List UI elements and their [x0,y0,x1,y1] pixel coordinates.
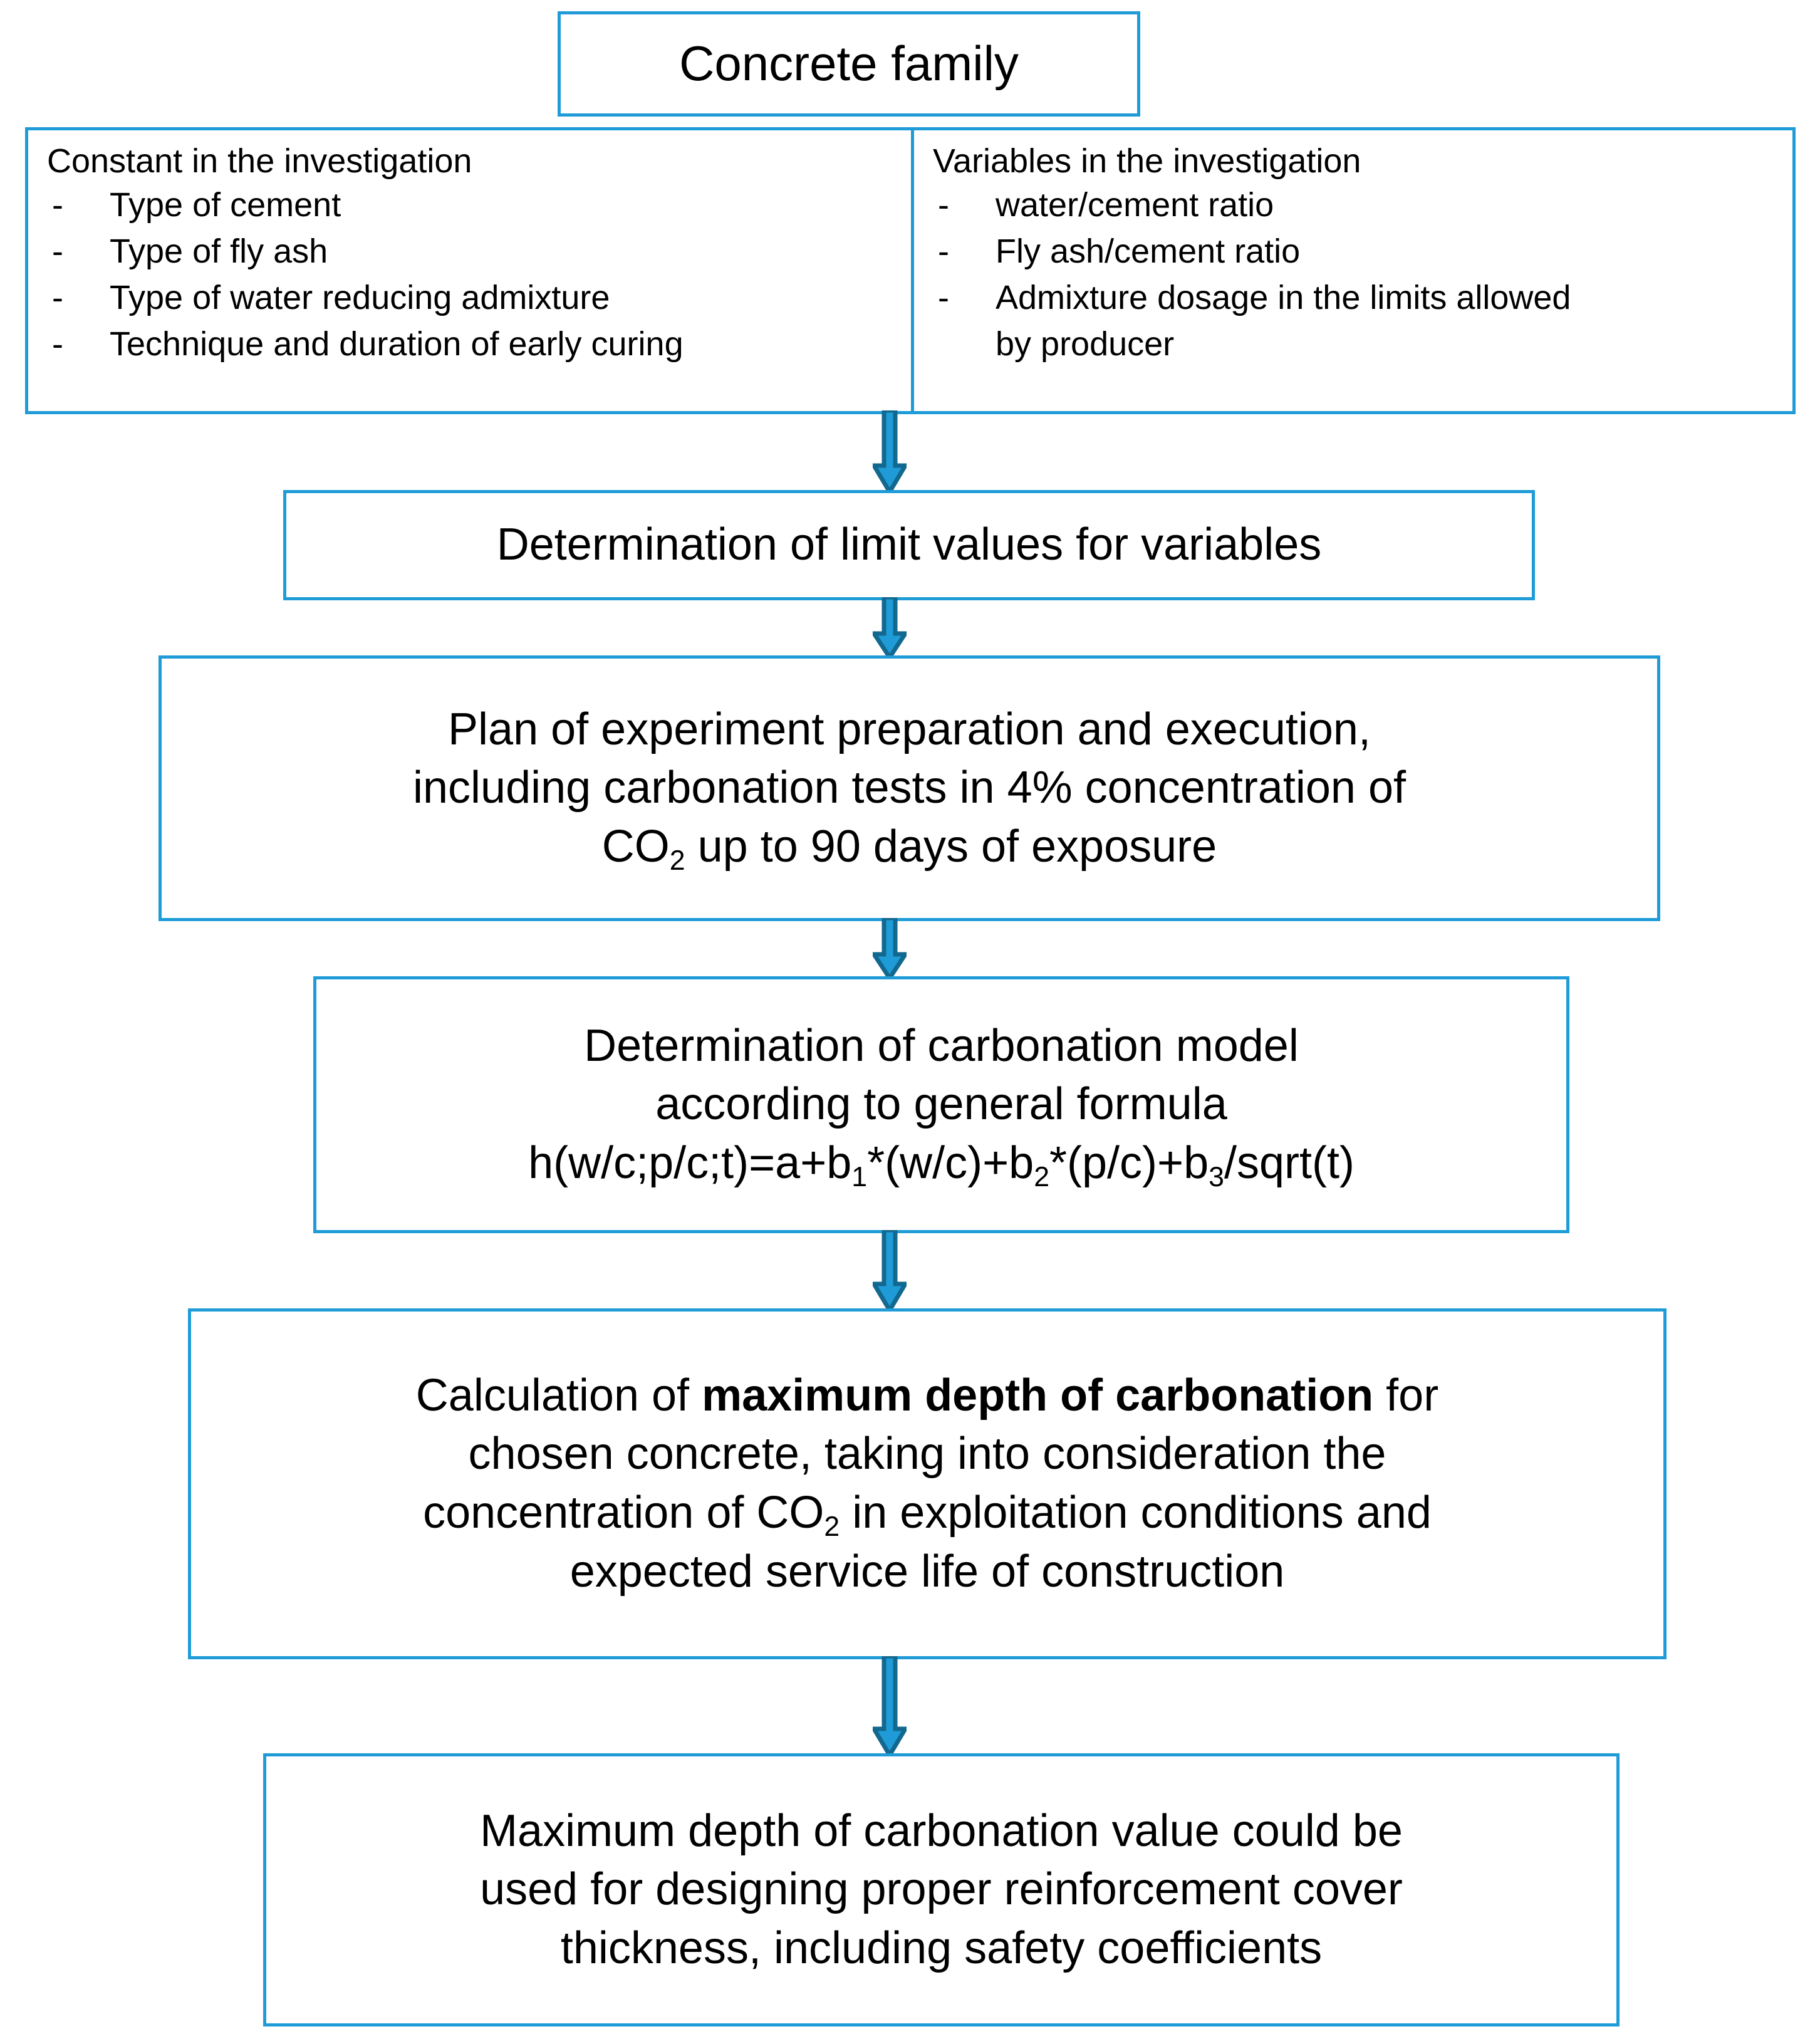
list-item-label: Type of cement [110,186,341,224]
co2-suffix: in exploitation conditions and [840,1488,1432,1538]
node-concrete-family-label: Concrete family [679,36,1019,91]
column-variables-heading: Variables in the investigation [933,142,1361,180]
formula-sub-2: 2 [1034,1162,1050,1193]
column-variables-list: - water/cement ratio - Fly ash/cement ra… [933,188,1781,361]
node-plan-line-3: CO2 up to 90 days of exposure [602,818,1217,877]
column-constant-heading: Constant in the investigation [47,142,472,180]
node-model-line-1: Determination of carbonation model [584,1020,1299,1071]
column-constant-list: - Type of cement - Type of fly ash - Typ… [47,188,900,361]
list-item: - water/cement ratio [933,188,1781,222]
list-item-label: Admixture dosage in the limits allowed [996,279,1571,316]
node-plan-line-1: Plan of experiment preparation and execu… [448,704,1371,754]
arrow-down-icon [873,1230,907,1312]
column-constant: Constant in the investigation - Type of … [28,130,914,411]
node-model-line-2: according to general formula [655,1079,1227,1130]
co2-suffix: up to 90 days of exposure [685,821,1217,872]
formula-part-4: /sqrt(t) [1224,1137,1355,1188]
node-determination-of-limit-values: Determination of limit values for variab… [283,490,1535,600]
node-constants-and-variables: Constant in the investigation - Type of … [25,127,1796,414]
node-calculation-line-4: expected service life of construction [569,1546,1285,1597]
formula-sub-3: 3 [1209,1162,1224,1193]
node-result-line-3: thickness, including safety coefficients [560,1922,1323,1973]
node-calculation-line-3: concentration of CO2 in exploitation con… [423,1484,1432,1543]
formula-part-3: *(p/c)+b [1049,1137,1209,1188]
list-item: - Type of water reducing admixture [47,281,900,315]
co2-subscript: 2 [824,1511,840,1543]
formula-sub-1: 1 [851,1162,868,1193]
bullet-dash-icon: - [938,232,949,270]
node-calculation-of-maximum-depth: Calculation of maximum depth of carbonat… [188,1308,1667,1659]
list-item-label: Type of fly ash [110,232,328,270]
co2-prefix: CO [601,821,670,872]
formula-part-1: h(w/c;p/c;t)=a+b [528,1137,852,1188]
bullet-dash-icon: - [52,325,63,363]
arrow-down-icon [873,1656,907,1756]
bullet-dash-icon: - [938,279,949,316]
list-item-continuation: by producer [933,327,1781,361]
node-calculation-line-2: chosen concrete, taking into considerati… [468,1429,1386,1479]
list-item-label: Type of water reducing admixture [110,279,610,316]
carbonation-formula: h(w/c;p/c;t)=a+b1*(w/c)+b2*(p/c)+b3/sqrt… [528,1134,1355,1193]
arrow-down-icon [873,918,907,979]
list-item: - Type of fly ash [47,234,900,268]
co2-prefix: concentration of CO [423,1488,824,1538]
list-item-label: by producer [996,325,1175,363]
list-item: - Fly ash/cement ratio [933,234,1781,268]
list-item-label: Fly ash/cement ratio [996,232,1301,270]
bullet-dash-icon: - [52,232,63,270]
node-maximum-depth-result: Maximum depth of carbonation value could… [263,1753,1620,2026]
node-result-line-2: used for designing proper reinforcement … [480,1864,1403,1915]
node-calculation-line-1: Calculation of maximum depth of carbonat… [416,1367,1438,1426]
bullet-dash-icon: - [938,186,949,224]
column-variables: Variables in the investigation - water/c… [914,130,1792,411]
list-item: - Admixture dosage in the limits allowed [933,281,1781,315]
calculation-suffix: for [1373,1370,1439,1421]
bullet-dash-icon: - [52,279,63,316]
node-result-line-1: Maximum depth of carbonation value could… [480,1805,1403,1856]
bullet-dash-icon: - [52,186,63,224]
calculation-prefix: Calculation of [415,1370,702,1421]
calculation-emphasis: maximum depth of carbonation [702,1370,1374,1421]
formula-part-2: *(w/c)+b [867,1137,1034,1188]
node-concrete-family: Concrete family [558,11,1140,117]
arrow-down-icon [873,597,907,659]
co2-subscript: 2 [669,845,685,877]
node-plan-of-experiment: Plan of experiment preparation and execu… [159,655,1660,921]
list-item-label: Technique and duration of early curing [110,325,684,363]
list-item: - Technique and duration of early curing [47,327,900,361]
node-plan-line-2: including carbonation tests in 4% concen… [413,763,1406,813]
list-item-label: water/cement ratio [996,186,1274,224]
list-item: - Type of cement [47,188,900,222]
arrow-down-icon [873,410,907,493]
node-determination-of-carbonation-model: Determination of carbonation model accor… [313,976,1569,1233]
node-limit-values-label: Determination of limit values for variab… [496,519,1322,570]
